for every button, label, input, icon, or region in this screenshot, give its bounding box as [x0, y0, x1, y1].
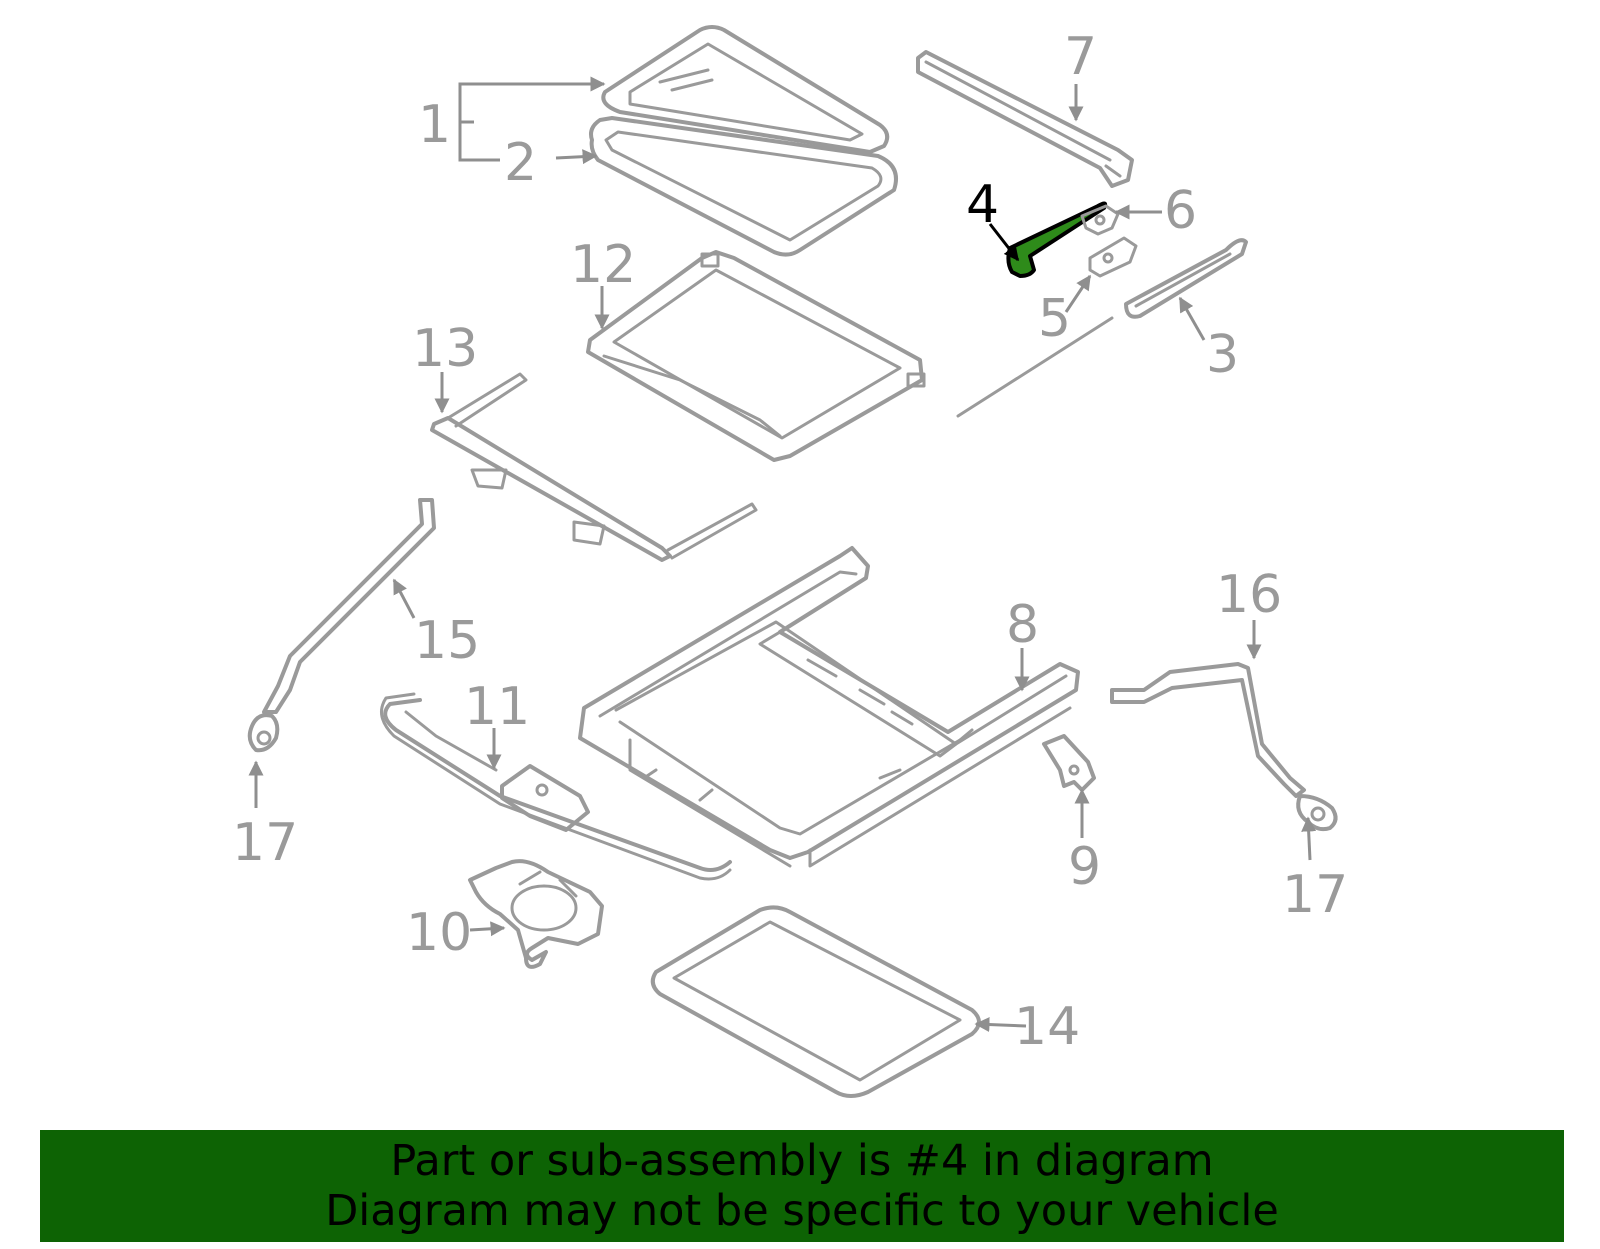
banner-part-note: Part or sub-assembly is #4 in diagram [390, 1136, 1214, 1186]
callout-6: 6 [1164, 181, 1197, 241]
part-14-seal [650, 905, 981, 1098]
part-17a-hose-clamp [247, 713, 280, 753]
callout-4: 4 [966, 175, 999, 235]
part-6-bracket [1080, 204, 1120, 236]
callout-1: 1 [418, 95, 451, 155]
part-9-bracket [1042, 734, 1096, 792]
callout-11: 11 [464, 677, 530, 737]
callout-8: 8 [1006, 595, 1039, 655]
callout-labels: 1 2 3 4 5 6 7 8 9 10 11 12 13 14 15 16 1… [232, 27, 1348, 1057]
part-4-highlighted [1006, 201, 1108, 278]
part-8-main-frame [578, 546, 1080, 868]
part-12-shade-frame [586, 250, 926, 462]
callout-17-left: 17 [232, 813, 298, 873]
callout-17-right: 17 [1282, 865, 1348, 925]
callout-12: 12 [570, 235, 636, 295]
callout-14: 14 [1014, 997, 1080, 1057]
banner-disclaimer: Diagram may not be specific to your vehi… [325, 1186, 1279, 1236]
callout-10: 10 [406, 903, 472, 963]
part-11-drive-cable [380, 692, 732, 881]
part-16-drain-hose [1110, 662, 1306, 798]
part-3-guide-rail [956, 238, 1248, 418]
part-5-bracket [1088, 236, 1138, 278]
info-banner: Part or sub-assembly is #4 in diagram Di… [40, 1130, 1564, 1242]
callout-2: 2 [504, 133, 537, 193]
callout-5: 5 [1038, 289, 1071, 349]
callout-13: 13 [412, 319, 478, 379]
part-7-rail [916, 50, 1134, 188]
callout-7: 7 [1064, 27, 1097, 87]
part-1-glass-panel [601, 25, 890, 154]
callout-9: 9 [1068, 837, 1101, 897]
callout-3: 3 [1206, 325, 1239, 385]
callout-15: 15 [414, 611, 480, 671]
callout-16: 16 [1216, 565, 1282, 625]
leader-lines [248, 76, 1317, 1033]
part-13-sunshade [430, 372, 758, 562]
part-17b-hose-clamp [1296, 794, 1338, 832]
part-15-drain-hose [262, 498, 436, 714]
part-10-motor [468, 859, 604, 969]
